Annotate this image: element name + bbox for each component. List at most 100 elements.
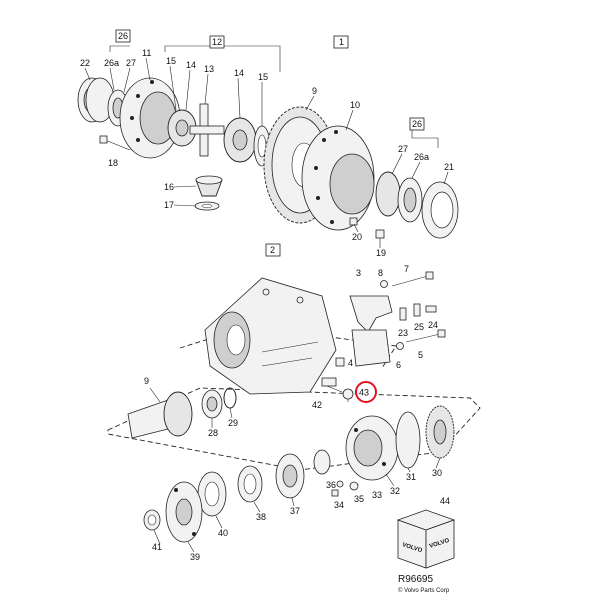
group-box-1: 1 [333, 35, 349, 49]
side-gear-right-14 [223, 117, 257, 163]
flange-39 [165, 481, 203, 543]
seal-40 [197, 471, 227, 517]
bearing-cap-3 [349, 295, 393, 367]
svg-text:2: 2 [270, 245, 275, 255]
callout-16: 16 [164, 182, 174, 192]
callout-36: 36 [326, 480, 336, 490]
bearing-28 [201, 389, 223, 419]
callout-43: 43 [359, 388, 369, 398]
side-gear-left [167, 109, 197, 147]
bolt-18 [99, 135, 131, 151]
drive-pinion-9 [127, 391, 193, 439]
svg-text:1: 1 [339, 37, 344, 47]
callout-39: 39 [190, 552, 200, 562]
highlight-callout-43[interactable]: 43 [355, 381, 377, 403]
group-bracket-12 [164, 45, 281, 72]
washer-8 [380, 280, 388, 288]
bolt-5 [405, 329, 446, 343]
callout-41: 41 [152, 542, 162, 552]
callout-21: 21 [444, 162, 454, 172]
callout-9-top: 9 [312, 86, 317, 96]
callout-30: 30 [432, 468, 442, 478]
callout-26a-right: 26a [414, 152, 429, 162]
bolt-24 [425, 305, 437, 313]
svg-text:26: 26 [412, 119, 422, 129]
leader-lines [84, 57, 449, 553]
callout-10: 10 [350, 100, 360, 110]
callout-7: 7 [404, 264, 409, 274]
bolt-20 [349, 217, 358, 226]
cross-shaft-13 [189, 103, 225, 157]
callout-28: 28 [208, 428, 218, 438]
nut-41 [143, 509, 161, 531]
pin-23-25 [399, 303, 421, 321]
callout-14b: 14 [234, 68, 244, 78]
bolt-7 [391, 271, 434, 287]
callout-26a-top: 26a [104, 58, 119, 68]
pinion-gear-16 [195, 175, 223, 197]
callout-20: 20 [352, 232, 362, 242]
callout-44: 44 [440, 496, 450, 506]
highlight-ring [355, 381, 377, 403]
gear-30 [425, 405, 455, 459]
copyright-notice: © Volvo Parts Corp [398, 587, 450, 594]
group-box-26-top: 26 [115, 29, 131, 43]
callout-27-right: 27 [398, 144, 408, 154]
kit-box-44: VOLVO VOLVO [396, 509, 456, 569]
callout-3: 3 [356, 268, 361, 278]
callout-32: 32 [390, 486, 400, 496]
ring-31 [395, 411, 421, 469]
bearing-27-26a-right [375, 171, 423, 223]
washers-33-34-35-36 [331, 480, 359, 497]
seal-43 [342, 388, 354, 400]
callout-40: 40 [218, 528, 228, 538]
group-bracket-26-right [411, 130, 439, 148]
callout-6: 6 [396, 360, 401, 370]
callout-8: 8 [378, 268, 383, 278]
callout-34: 34 [334, 500, 344, 510]
callout-4: 4 [348, 358, 353, 368]
callout-29: 29 [228, 418, 238, 428]
differential-housing-32 [345, 415, 399, 481]
callout-5: 5 [418, 350, 423, 360]
callout-15b: 15 [258, 72, 268, 82]
callout-37: 37 [290, 506, 300, 516]
spacer-38 [237, 465, 263, 503]
callout-13: 13 [204, 64, 214, 74]
callout-42: 42 [312, 400, 322, 410]
callout-31: 31 [406, 472, 416, 482]
callout-25: 25 [414, 322, 424, 332]
shim-29 [223, 387, 237, 409]
adjusting-nut-42 [321, 377, 343, 393]
group-box-2: 2 [265, 243, 281, 257]
callout-35: 35 [354, 494, 364, 504]
group-box-26-right: 26 [409, 117, 425, 131]
callout-38: 38 [256, 512, 266, 522]
callout-14a: 14 [186, 60, 196, 70]
nut-4 [335, 357, 345, 367]
group-bracket-26-top [109, 45, 130, 52]
callout-33: 33 [372, 490, 382, 500]
callout-15a: 15 [166, 56, 176, 66]
callout-18: 18 [108, 158, 118, 168]
washer-17 [194, 201, 220, 211]
callout-19: 19 [376, 248, 386, 258]
callout-22: 22 [80, 58, 90, 68]
callout-17: 17 [164, 200, 174, 210]
svg-text:26: 26 [118, 31, 128, 41]
svg-text:12: 12 [212, 37, 222, 47]
bearing-22 [77, 77, 115, 123]
callout-labels: 22 26a 27 11 15 14 13 14 15 9 10 18 16 1… [80, 48, 454, 562]
nut-19 [375, 229, 385, 239]
group-box-12: 12 [209, 35, 225, 49]
bearing-37 [275, 449, 331, 499]
callout-24: 24 [428, 320, 438, 330]
drawing-number: R96695 [398, 574, 433, 585]
washer-6 [396, 342, 404, 350]
axle-housing-2 [204, 277, 337, 395]
callout-11: 11 [142, 48, 151, 58]
differential-carrier-10 [301, 125, 375, 231]
bearing-cup-21 [421, 181, 459, 239]
callout-27-top: 27 [126, 58, 136, 68]
